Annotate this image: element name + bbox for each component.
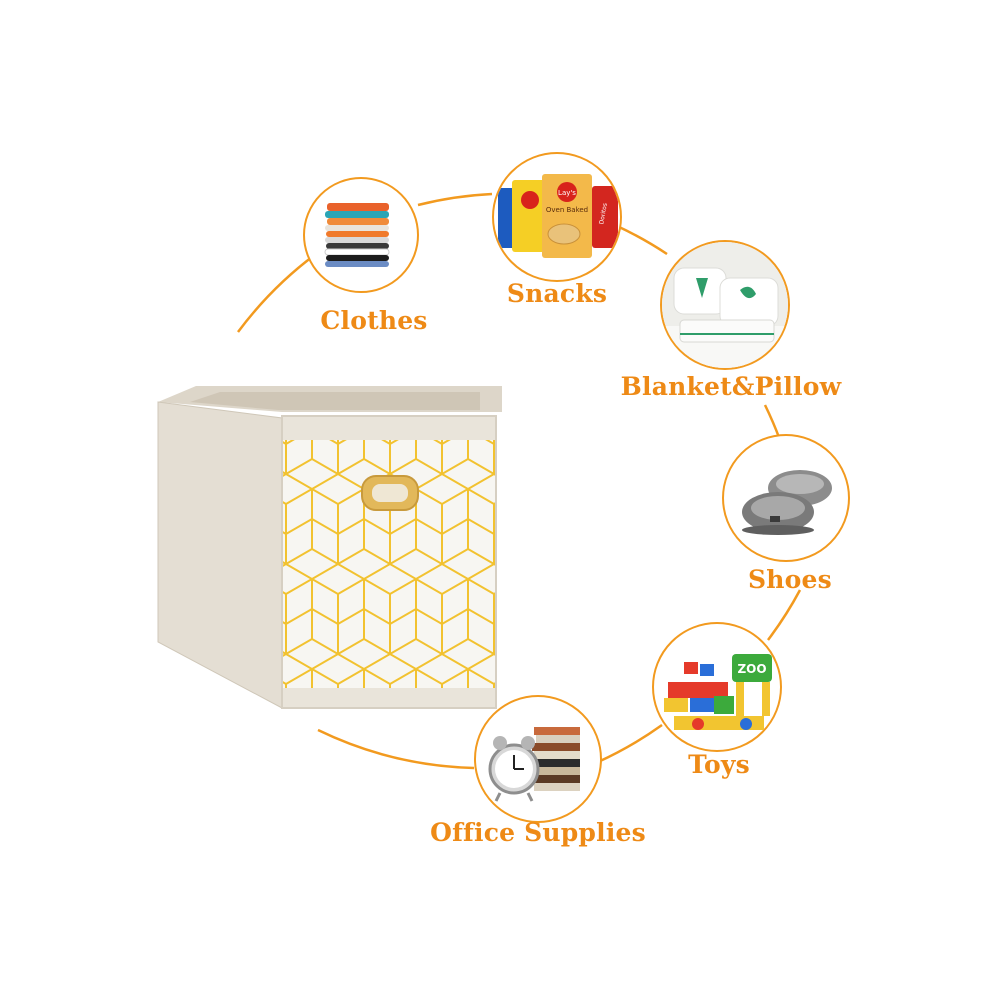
fabric-storage-cube-icon [157, 386, 502, 709]
clock-and-books-icon [488, 727, 580, 802]
zoo-sign-text: ZOO [737, 662, 766, 676]
snack-bags-icon: Lay's Oven Baked Doritos [498, 174, 618, 258]
toys-label: Toys [688, 750, 750, 779]
blanket-pillow-circle [660, 240, 790, 370]
snack-product-text: Oven Baked [546, 206, 588, 214]
snack-brand-text-2: Doritos [598, 203, 609, 225]
toy-blocks-icon: ZOO [664, 654, 772, 730]
snacks-circle: Lay's Oven Baked Doritos [492, 152, 622, 282]
clothes-label: Clothes [320, 306, 428, 335]
office-supplies-label: Office Supplies [430, 818, 646, 847]
pillow-blanket-icon [662, 242, 788, 368]
snack-brand-text: Lay's [558, 189, 576, 197]
office-supplies-circle [474, 695, 602, 823]
shoes-label: Shoes [748, 565, 832, 594]
clothes-circle [303, 177, 419, 293]
shoes-circle [722, 434, 850, 562]
toys-circle: ZOO [652, 622, 782, 752]
blanket-pillow-label: Blanket&Pillow [620, 372, 842, 401]
folded-clothes-icon [324, 203, 390, 267]
snacks-label: Snacks [506, 279, 608, 308]
slippers-icon [742, 470, 832, 535]
